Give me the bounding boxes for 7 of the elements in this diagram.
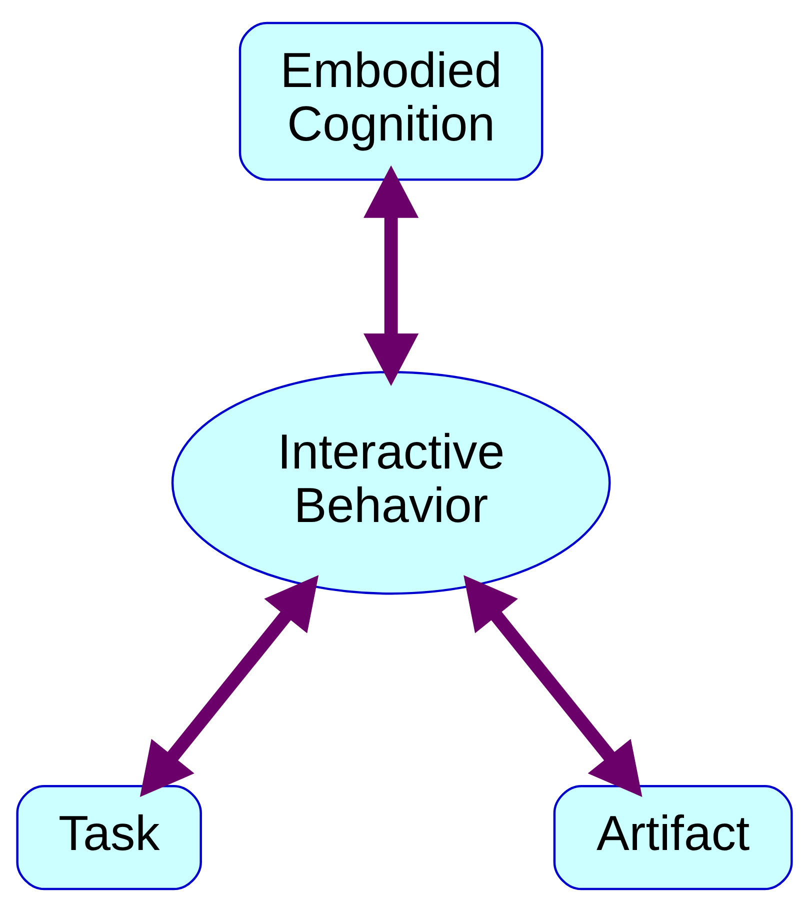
arrow <box>140 574 319 797</box>
node-box: Task <box>16 784 202 890</box>
arrow <box>464 574 642 797</box>
node-box: Artifact <box>553 784 793 890</box>
node-box: Embodied Cognition <box>238 21 544 180</box>
arrow <box>364 164 419 386</box>
node-ellipse: Interactive Behavior <box>171 370 611 594</box>
